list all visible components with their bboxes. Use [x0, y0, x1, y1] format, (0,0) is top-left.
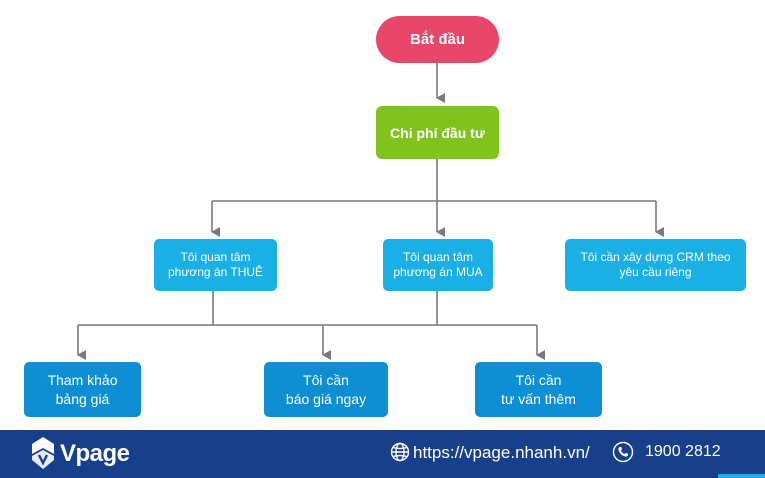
hotline-number[interactable]: 1900 2812 [645, 443, 721, 460]
custom-crm-node: Tôi cần xây dựng CRM theo yêu cầu riêng [565, 239, 746, 291]
connector-lines [77, 63, 664, 360]
flowchart: Bắt đầu Chi phí đầu tư Tôi quan tâm phươ… [24, 16, 746, 417]
investment-cost-node: Chi phí đầu tư [376, 106, 499, 159]
quote-now-node: Tôi cần báo giá ngay [264, 362, 388, 417]
start-node: Bắt đầu [376, 16, 499, 63]
price-list-node: Tham khảo bảng giá [24, 362, 141, 417]
consult-more-node: Tôi cần tư vấn thêm [475, 362, 602, 417]
brand-name: Vpage [60, 440, 130, 467]
footer-accent-bar [718, 474, 765, 478]
globe-icon [390, 442, 410, 462]
rent-option-node: Tôi quan tâm phương án THUÊ [154, 239, 277, 291]
website-link[interactable]: https://vpage.nhanh.vn/ [413, 443, 590, 462]
buy-option-node: Tôi quan tâm phương án MUA [383, 239, 493, 291]
phone-icon [612, 441, 634, 463]
vpage-logo-icon [32, 437, 54, 469]
footer-bar: Vpage https://vpage.nhanh.vn/ 1900 2812 [0, 430, 765, 478]
